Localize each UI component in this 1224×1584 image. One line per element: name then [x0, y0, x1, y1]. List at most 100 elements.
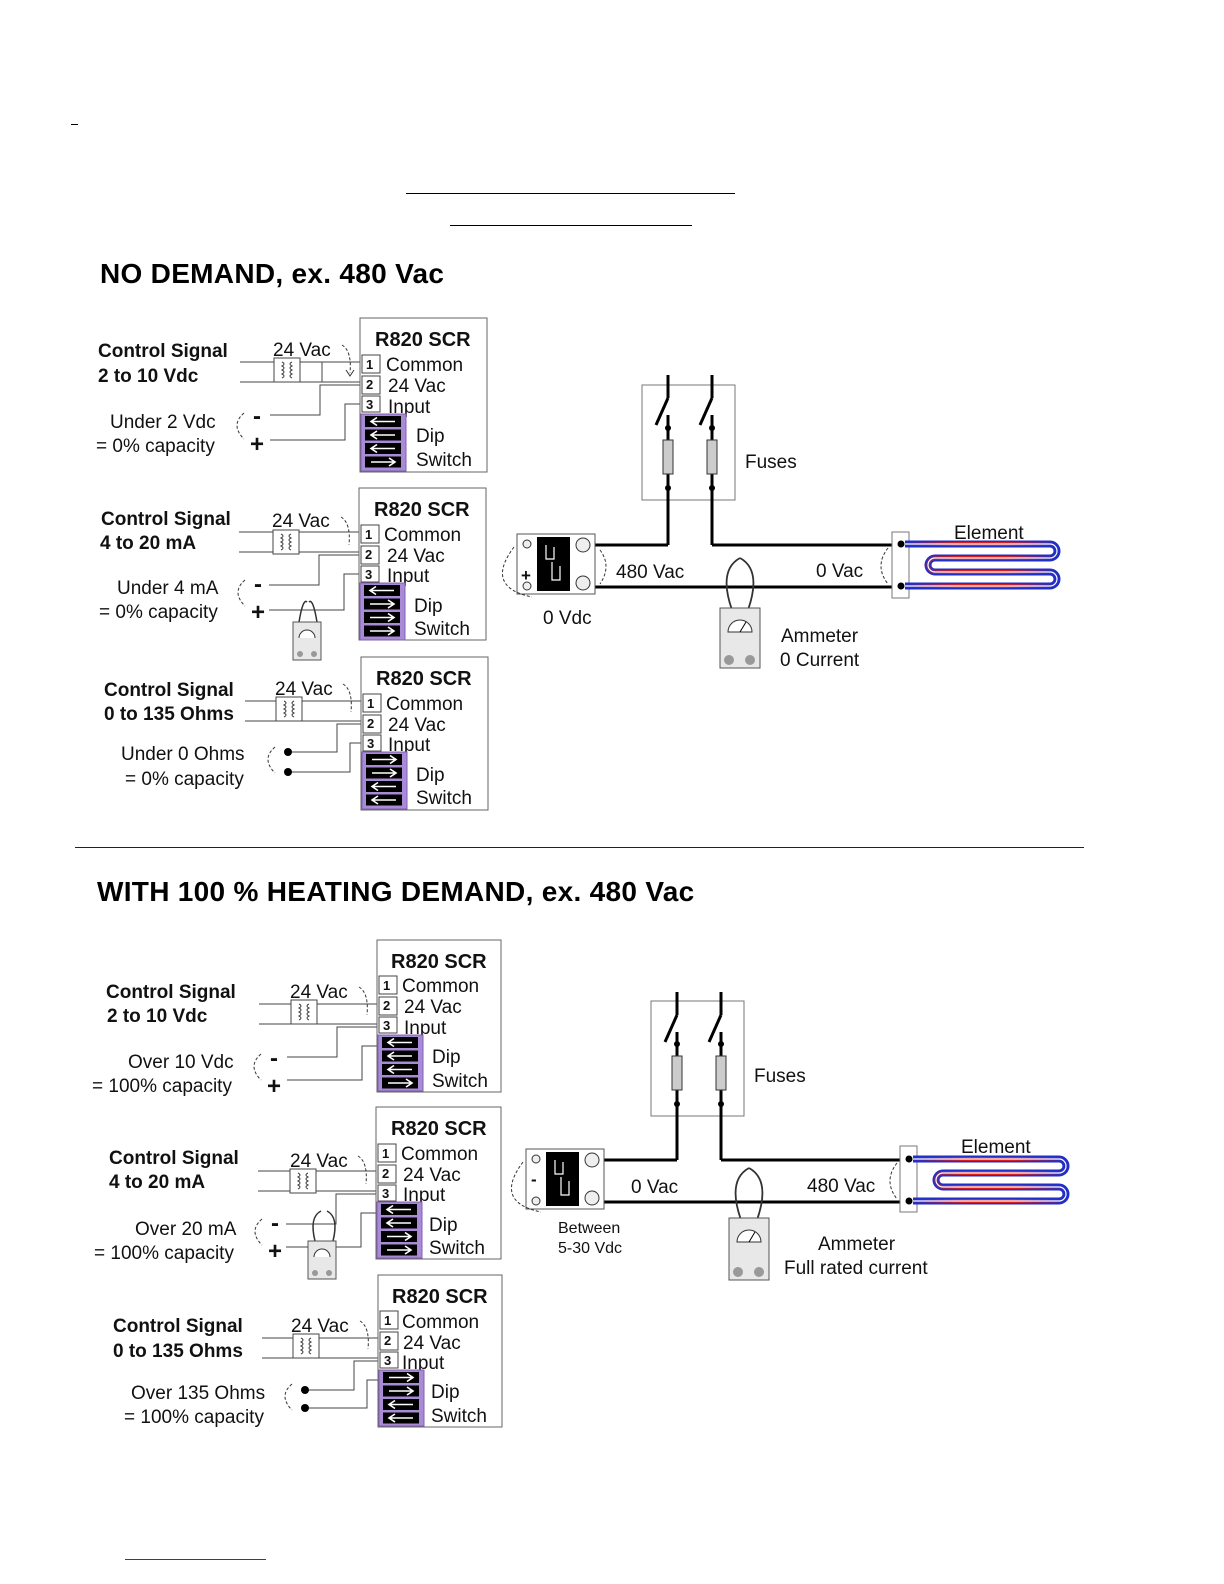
dip-arrow-right-icon	[370, 612, 396, 623]
heating-element-icon	[905, 540, 1061, 590]
negative-terminal-label: -	[271, 1210, 279, 1237]
dip-arrow-left-icon	[369, 443, 395, 454]
dip-arrow-right-icon	[389, 1386, 415, 1396]
control-signal-range: 2 to 10 Vdc	[98, 366, 199, 387]
fuse-box	[641, 384, 736, 501]
element-voltage-label: 0 Vac	[816, 561, 863, 582]
terminal-input-label: Input	[388, 735, 431, 756]
terminal-common-label: Common	[402, 976, 479, 997]
ammeter-icon	[728, 1167, 770, 1281]
positive-terminal-label: +	[251, 599, 265, 626]
no-demand-heading: NO DEMAND, ex. 480 Vac	[100, 258, 445, 289]
switch-label: Switch	[414, 619, 470, 640]
switch-label: Switch	[416, 788, 472, 809]
positive-terminal-label: +	[250, 431, 264, 458]
dip-arrow-left-icon	[368, 585, 394, 596]
condition-label: Under 2 Vdc	[110, 412, 216, 433]
power-circuit: Fuses - Between 5-30 Vdc 0 Vac 480 Vac	[510, 992, 1070, 1281]
supply-voltage-label: 24 Vac	[290, 1151, 348, 1172]
terminal-3-number: 3	[365, 567, 372, 582]
dip-arrow-right-icon	[372, 768, 398, 778]
control-signal-label: Control Signal	[101, 509, 231, 530]
dip-arrow-right-icon	[387, 1231, 413, 1242]
ctrl-group-3: Control Signal 0 to 135 Ohms 24 Vac Over…	[113, 1274, 503, 1428]
ssr-control-voltage-label: Between	[558, 1220, 620, 1237]
dip-label: Dip	[431, 1382, 460, 1403]
negative-terminal-label: -	[253, 403, 261, 430]
condition-label: Under 4 mA	[117, 578, 219, 599]
dip-arrow-left-icon	[370, 795, 396, 805]
scr-module: R820 SCR 1 2 3 Common 24 Vac Input Dip S…	[360, 656, 489, 811]
terminal-24vac-label: 24 Vac	[387, 546, 445, 567]
ctrl-group-2: Control Signal 4 to 20 mA 24 Vac Under 4…	[99, 487, 487, 661]
terminal-input-label: Input	[387, 566, 430, 587]
capacity-label: = 100% capacity	[124, 1407, 264, 1428]
dip-switch	[364, 585, 400, 637]
no-demand-diagram: Control Signal 2 to 10 Vdc 24 Vac Under …	[96, 317, 1061, 811]
fuse-icon	[663, 992, 683, 1160]
dip-arrow-right-icon	[389, 1372, 415, 1383]
capacity-label: = 0% capacity	[125, 769, 244, 790]
control-signal-label: Control Signal	[104, 680, 234, 701]
fuses-label: Fuses	[745, 452, 797, 473]
dip-arrow-right-icon	[387, 1245, 413, 1255]
supply-voltage-label: 24 Vac	[275, 679, 333, 700]
terminal-common-label: Common	[402, 1312, 479, 1333]
dip-label: Dip	[416, 426, 445, 447]
terminal-1-number: 1	[365, 527, 372, 542]
dip-label: Dip	[416, 765, 445, 786]
control-signal-label: Control Signal	[113, 1316, 243, 1337]
dip-arrow-left-icon	[387, 1399, 413, 1410]
scr-module: R820 SCR 1 2 3 Common 24 Vac Input Dip S…	[375, 1106, 502, 1260]
dip-arrow-right-icon	[370, 626, 396, 636]
terminal-common-label: Common	[384, 525, 461, 546]
switch-label: Switch	[416, 450, 472, 471]
dip-arrow-left-icon	[370, 781, 396, 792]
dip-label: Dip	[432, 1047, 461, 1068]
terminal-input-label: Input	[388, 397, 431, 418]
ssr-control-voltage-label-2: 5-30 Vdc	[558, 1240, 622, 1257]
dip-arrow-right-icon	[388, 1078, 414, 1088]
control-signal-label: Control Signal	[109, 1148, 239, 1169]
terminal-1-number: 1	[367, 696, 374, 711]
dip-switch	[383, 1372, 419, 1424]
terminal-24vac-label: 24 Vac	[403, 1165, 461, 1186]
element-label: Element	[961, 1137, 1031, 1158]
positive-terminal-label: +	[268, 1238, 282, 1265]
supply-voltage-label: 24 Vac	[272, 511, 330, 532]
scr-module: R820 SCR 1 2 3 Common 24 Vac Input Dip S…	[377, 1274, 503, 1428]
scr-title: R820 SCR	[376, 668, 472, 690]
clamp-meter-icon	[292, 600, 322, 661]
negative-terminal-label: -	[254, 571, 262, 598]
dip-arrow-left-icon	[386, 1037, 412, 1048]
condition-label: Over 135 Ohms	[131, 1383, 265, 1404]
ssr-minus-symbol: -	[531, 1170, 537, 1189]
capacity-label: = 0% capacity	[96, 436, 215, 457]
transformer-icon	[245, 683, 361, 722]
condition-label: Over 10 Vdc	[128, 1052, 234, 1073]
supply-voltage-label: 24 Vac	[290, 982, 348, 1003]
dip-arrow-right-icon	[370, 599, 396, 609]
terminal-input-label: Input	[403, 1185, 446, 1206]
resistance-terminal-dot	[301, 1404, 309, 1412]
current-reading-label: Full rated current	[784, 1258, 928, 1279]
ammeter-label: Ammeter	[781, 626, 859, 647]
transformer-icon	[262, 1320, 378, 1359]
scr-module: R820 SCR 1 2 3 Common 24 Vac Input Dip S…	[358, 487, 487, 641]
solid-state-relay: +	[516, 533, 596, 595]
solid-state-relay: -	[525, 1148, 605, 1210]
current-reading-label: 0 Current	[780, 650, 860, 671]
footer-link-line	[125, 1559, 266, 1560]
transformer-icon	[258, 1155, 376, 1194]
dip-arrow-left-icon	[386, 1051, 412, 1061]
dip-switch	[366, 754, 402, 806]
terminal-2-number: 2	[383, 998, 390, 1013]
terminal-24vac-label: 24 Vac	[403, 1333, 461, 1354]
element-voltage-label: 480 Vac	[807, 1176, 875, 1197]
terminal-3-number: 3	[384, 1353, 391, 1368]
scr-title: R820 SCR	[391, 1118, 487, 1140]
terminal-2-number: 2	[366, 377, 373, 392]
power-circuit: Fuses + 480 Vac 0 Vdc 0 Vac	[501, 375, 1061, 671]
terminal-3-number: 3	[366, 397, 373, 412]
scr-title: R820 SCR	[391, 951, 487, 973]
